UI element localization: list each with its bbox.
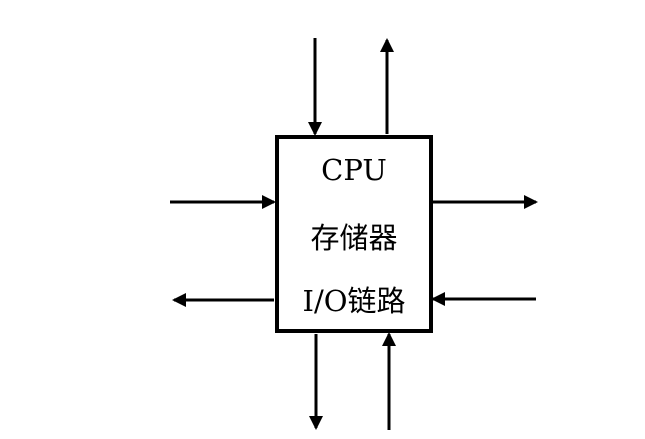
system-box: CPU 存储器 I/O链路: [275, 135, 433, 333]
cpu-label: CPU: [321, 153, 387, 187]
memory-label: 存储器: [310, 221, 398, 255]
io-link-label: I/O链路: [302, 284, 406, 318]
